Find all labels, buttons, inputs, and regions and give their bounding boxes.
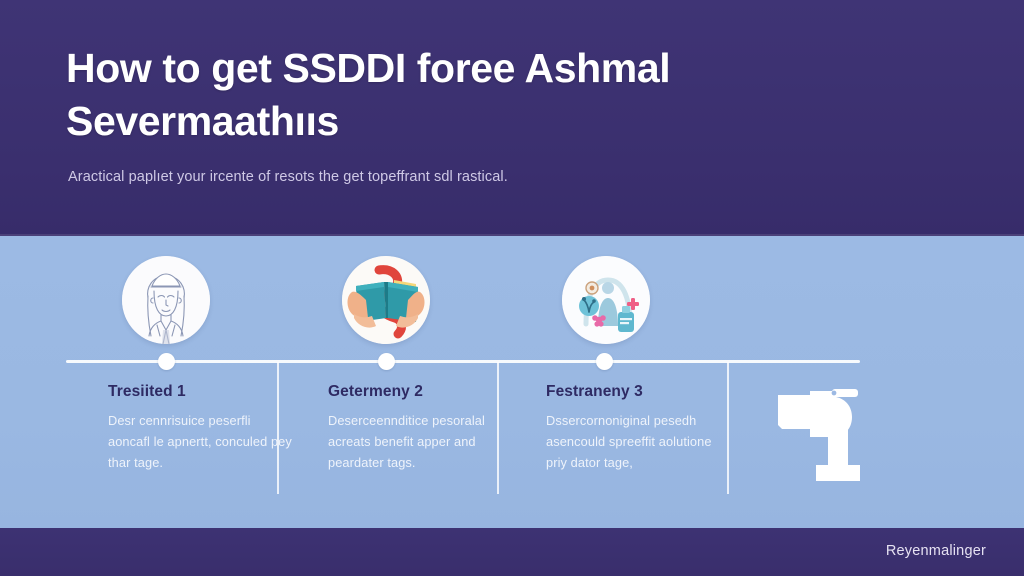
- step-1-title: Tresiited 1: [108, 383, 186, 400]
- step-3-description: Dssercornoniginal pesedh asencould spree…: [546, 413, 712, 470]
- step-2-description: Deserceennditice pesoralal acreats benef…: [328, 413, 485, 470]
- faucet-decoration: [770, 381, 880, 491]
- faucet-tap-icon: [778, 389, 860, 481]
- page-title: How to get SSDDI foree Ashmal Severmaath…: [66, 42, 966, 148]
- footer-band: Reyenmalinger: [0, 528, 1024, 576]
- step-1-description: Desr cennrisuice peserfli aoncafl le apn…: [108, 413, 292, 470]
- column-divider-2: [497, 362, 499, 494]
- doctor-portrait-icon: [122, 256, 210, 344]
- page-subtitle: Aractical paplıet your ircente of resots…: [68, 169, 508, 185]
- step-3-icon-circle: [562, 256, 650, 344]
- header-band: How to get SSDDI foree Ashmal Severmaath…: [0, 0, 1024, 236]
- timeline-dot-1: [158, 353, 175, 370]
- timeline-dot-3: [596, 353, 613, 370]
- step-1-icon-circle: [122, 256, 210, 344]
- timeline-dot-2: [378, 353, 395, 370]
- step-1: Tresiited 1 Desr cennrisuice peserfli ao…: [108, 383, 294, 473]
- step-2-title: Getermeny 2: [328, 383, 424, 400]
- title-line-1: How to get SSDDI foree Ashmal: [66, 45, 671, 91]
- footer-brand: Reyenmalinger: [885, 543, 986, 559]
- column-divider-1: [277, 362, 279, 494]
- column-divider-3: [727, 362, 729, 494]
- timeline-rail: [66, 360, 860, 363]
- step-3: Festraneny 3 Dssercornoniginal pesedh as…: [546, 383, 732, 473]
- step-2-icon-circle: [342, 256, 430, 344]
- step-3-title: Festraneny 3: [546, 383, 643, 400]
- medical-care-icon: [562, 256, 650, 344]
- hands-holding-book-icon: [342, 256, 430, 344]
- step-2: Getermeny 2 Deserceennditice pesoralal a…: [328, 383, 514, 473]
- title-line-2: Severmaathııs: [66, 98, 339, 144]
